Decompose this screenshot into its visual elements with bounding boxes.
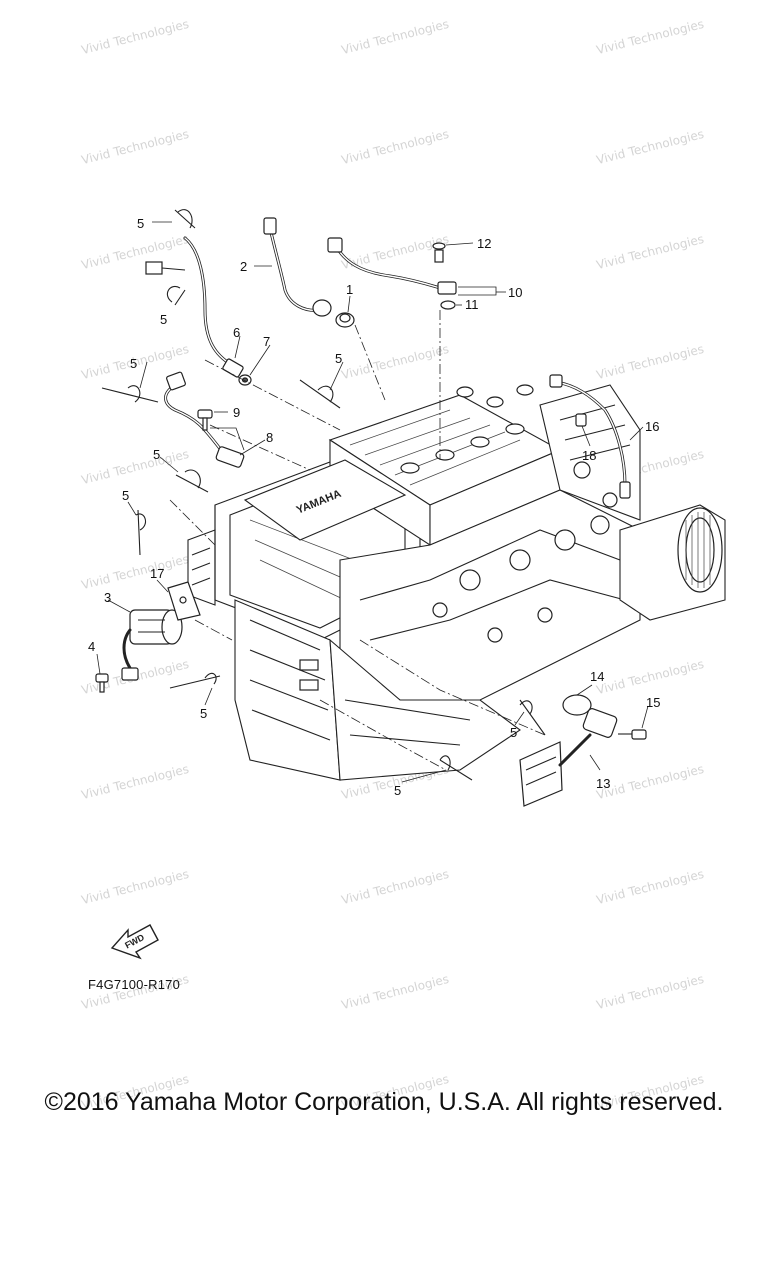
callout-5: 5 (153, 447, 160, 462)
part-6-sensor-wire (145, 236, 244, 378)
callout-5: 5 (160, 312, 167, 327)
part-14-gasket (562, 694, 592, 716)
callout-6: 6 (233, 325, 240, 340)
callout-10: 10 (508, 285, 522, 300)
part-15-bolt (618, 729, 647, 740)
coil-row (400, 384, 534, 474)
callout-15: 15 (646, 695, 660, 710)
callout-4: 4 (88, 639, 95, 654)
part-17-bracket (167, 581, 201, 621)
callout-1: 1 (346, 282, 353, 297)
part-16-sensor-wire (549, 374, 631, 499)
callout-5: 5 (137, 216, 144, 231)
callout-3: 3 (104, 590, 111, 605)
part-4-bolt (95, 673, 109, 693)
part-18-clamp (575, 413, 587, 427)
part-2-wire-harness (263, 217, 332, 317)
callout-5: 5 (200, 706, 207, 721)
callout-13: 13 (596, 776, 610, 791)
callouts: 5 5 2 1 6 7 5 5 9 8 5 5 17 3 4 5 12 10 1… (88, 216, 660, 798)
callout-5: 5 (130, 356, 137, 371)
callout-7: 7 (263, 334, 270, 349)
callout-16: 16 (645, 419, 659, 434)
callout-14: 14 (590, 669, 604, 684)
fwd-arrow: FWD (110, 924, 159, 960)
callout-2: 2 (240, 259, 247, 274)
part-10-sensor-assembly (327, 237, 457, 310)
callout-17: 17 (150, 566, 164, 581)
part-7-washer (238, 374, 252, 386)
part-3-component (121, 609, 183, 681)
engine-block: YAMAHA (187, 384, 726, 781)
callout-5: 5 (122, 488, 129, 503)
copyright-notice: ©2016 Yamaha Motor Corporation, U.S.A. A… (44, 1088, 724, 1116)
diagram-code: F4G7100-R170 (88, 977, 181, 992)
leader-lines (96, 221, 649, 783)
part-5-cable-tie (101, 209, 546, 781)
part-13-sensor-harness (519, 708, 618, 807)
callout-5: 5 (335, 351, 342, 366)
part-1-sensor (335, 312, 355, 328)
part-9-bolt (197, 409, 213, 431)
callout-5: 5 (394, 783, 401, 798)
part-8-sensor (164, 371, 245, 468)
callout-9: 9 (233, 405, 240, 420)
callout-8: 8 (266, 430, 273, 445)
callout-11: 11 (465, 297, 479, 312)
callout-5: 5 (510, 725, 517, 740)
callout-12: 12 (477, 236, 491, 251)
callout-18: 18 (582, 448, 596, 463)
